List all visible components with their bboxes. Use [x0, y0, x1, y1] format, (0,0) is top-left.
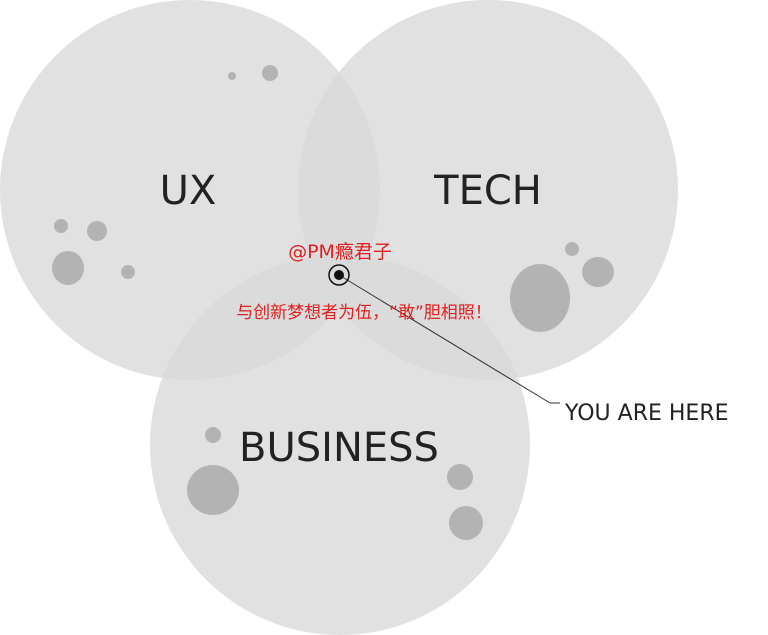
crater-tech-3 — [582, 257, 614, 287]
craters-group — [52, 65, 614, 540]
watermark-handle: @PM瘾君子 — [288, 241, 392, 263]
crater-business-3 — [447, 464, 473, 490]
label-ux: UX — [160, 168, 217, 214]
marker-ring — [328, 264, 350, 286]
crater-ux-1 — [262, 65, 278, 81]
crater-ux-6 — [121, 265, 135, 279]
marker-dot — [334, 270, 344, 280]
you-are-here-label: YOU ARE HERE — [564, 401, 729, 426]
crater-ux-5 — [52, 251, 84, 285]
crater-ux-4 — [87, 221, 107, 241]
label-tech: TECH — [433, 168, 542, 214]
crater-tech-2 — [510, 264, 570, 332]
crater-business-1 — [205, 427, 221, 443]
circles-group — [0, 0, 678, 635]
crater-ux-3 — [54, 219, 68, 233]
crater-ux-2 — [228, 72, 236, 80]
crater-business-4 — [449, 506, 483, 540]
watermark-slogan: 与创新梦想者为伍，“敢”胆相照！ — [236, 303, 492, 323]
label-business: BUSINESS — [239, 425, 439, 471]
circle-business — [150, 255, 530, 635]
crater-business-2 — [187, 465, 239, 515]
pointer-line — [338, 274, 551, 404]
crater-tech-1 — [565, 242, 579, 256]
